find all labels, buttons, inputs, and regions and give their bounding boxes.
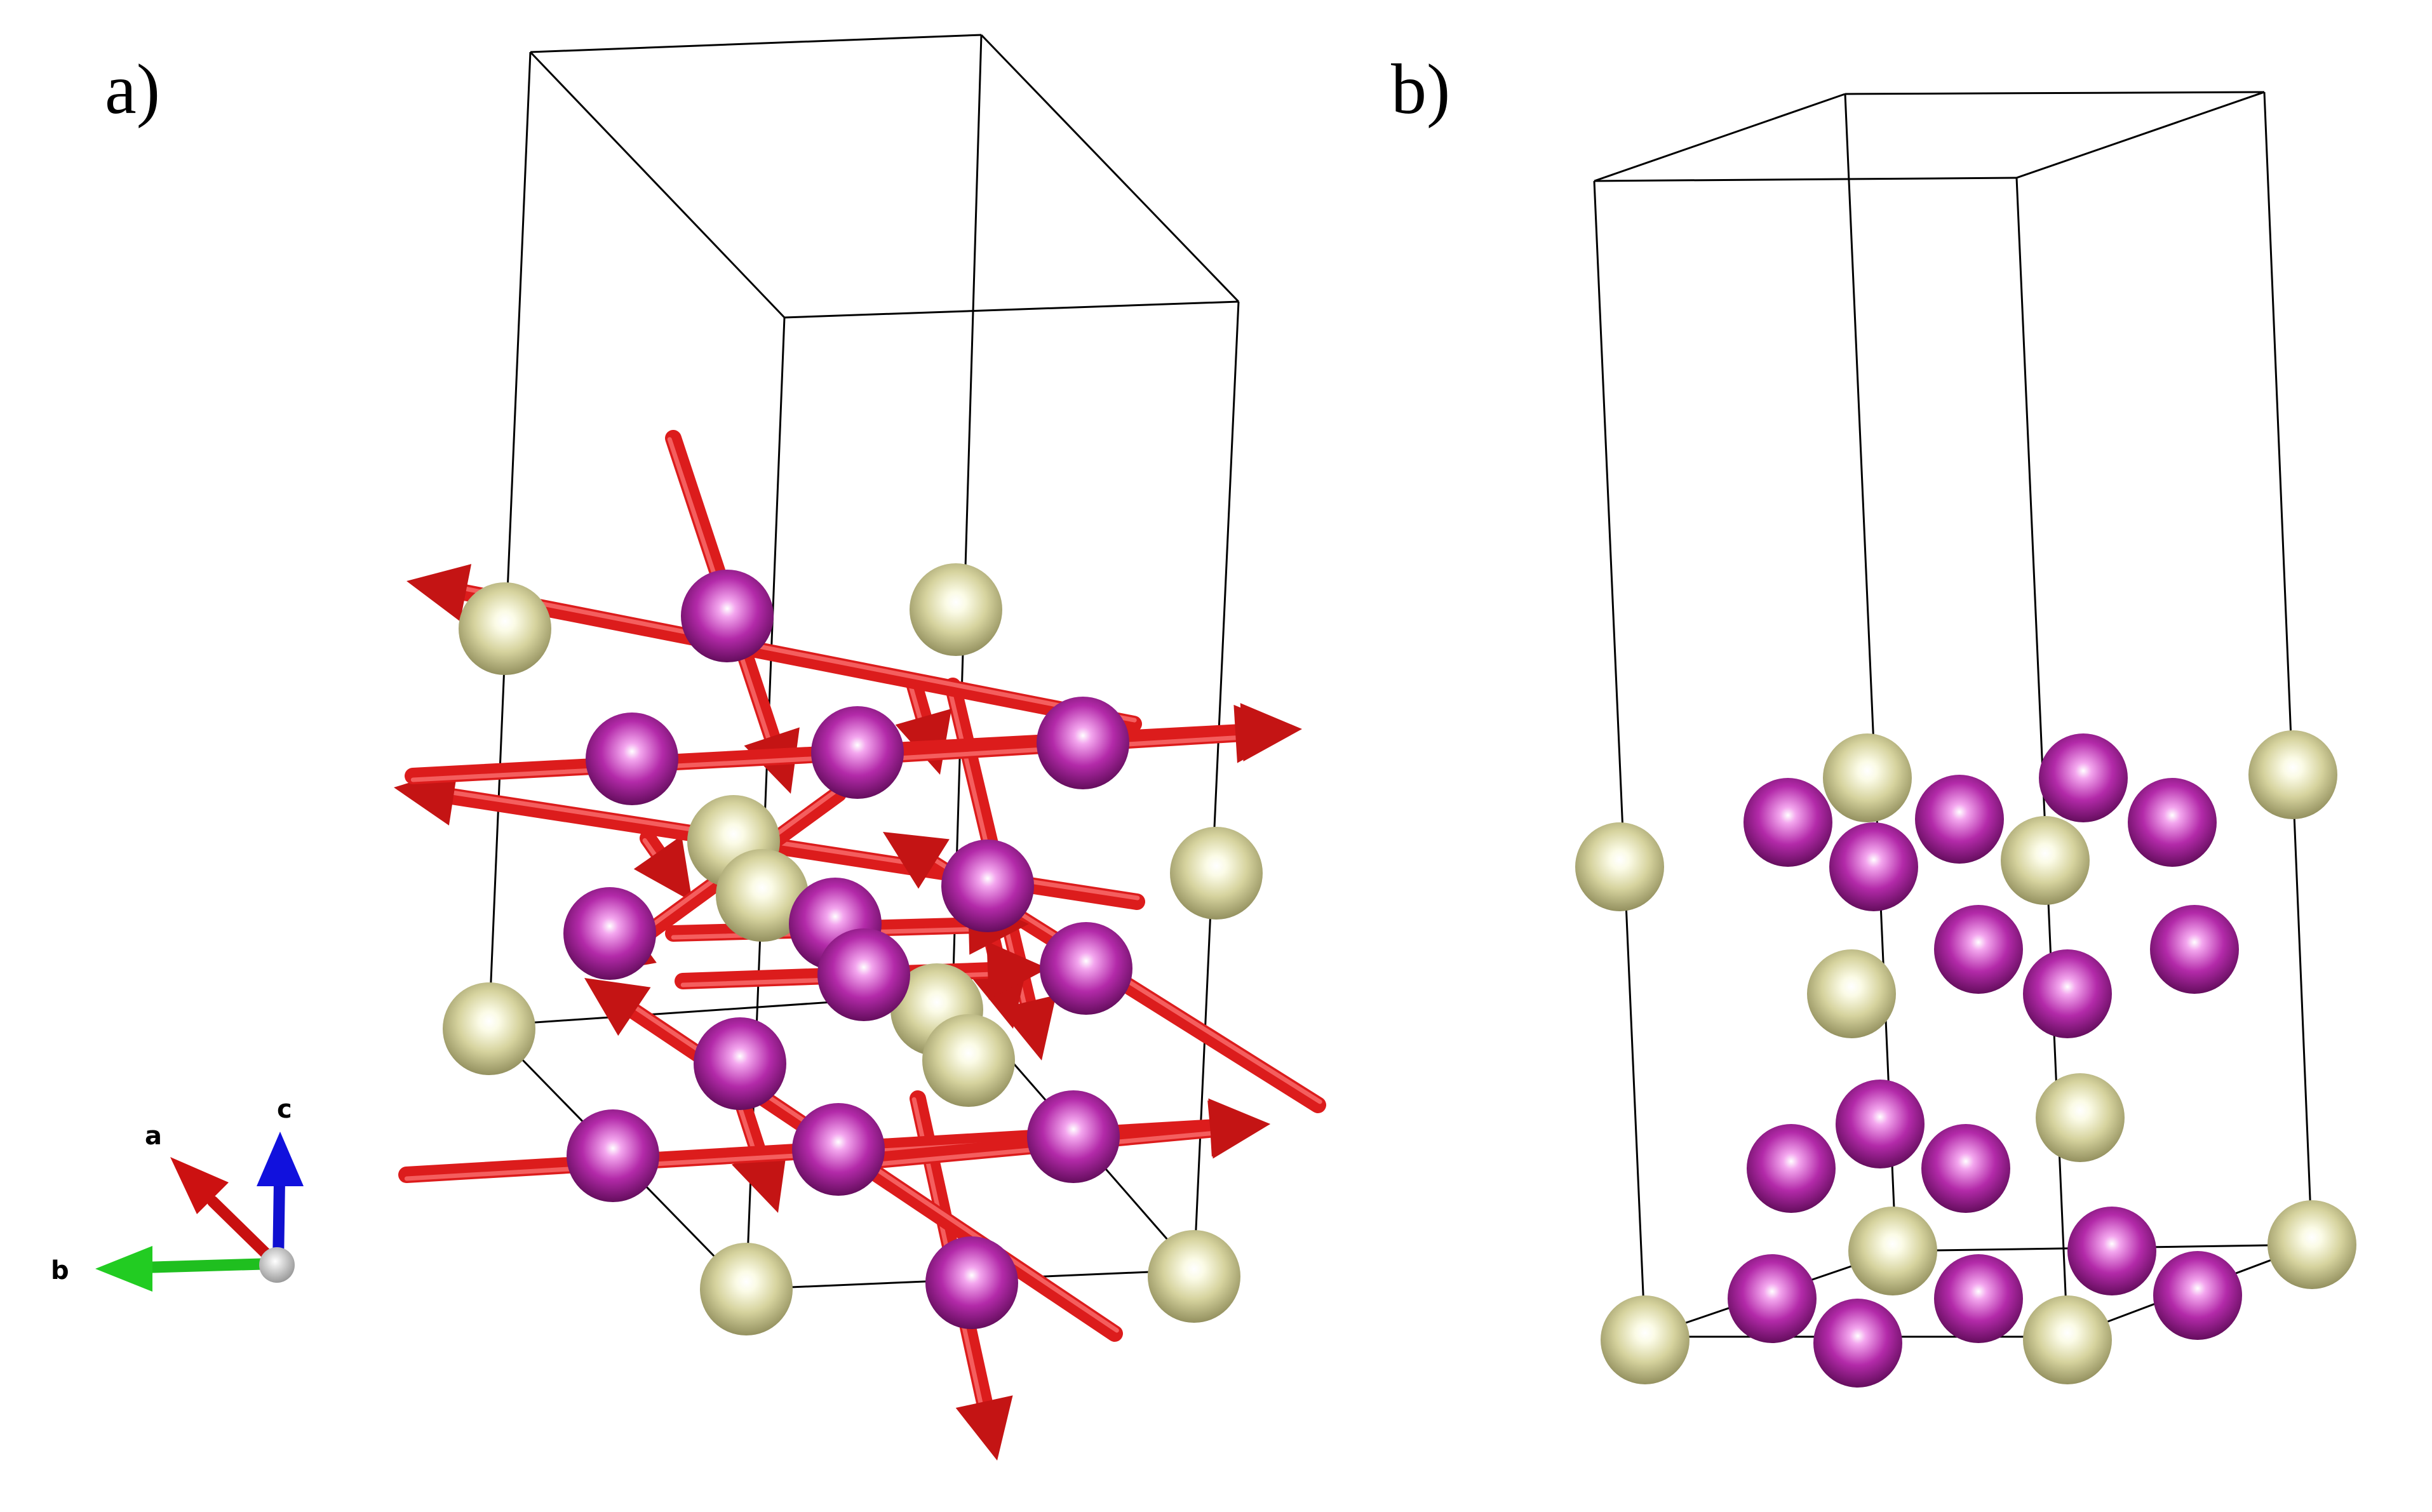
atom-a-23 xyxy=(1027,1090,1120,1183)
atom-a-15 xyxy=(563,887,656,980)
atom-a-8 xyxy=(716,849,809,942)
atom-b-4 xyxy=(2001,816,2090,905)
atom-a-10 xyxy=(1148,1230,1240,1323)
atom-b-8 xyxy=(2267,1200,2356,1289)
atom-b-6 xyxy=(2036,1073,2125,1162)
atom-b-12 xyxy=(1915,775,2004,864)
atoms-panel-b xyxy=(1575,730,2356,1388)
atom-b-24 xyxy=(1934,1254,2023,1343)
atom-b-1 xyxy=(1823,733,1912,822)
atom-a-14 xyxy=(1037,697,1129,789)
atom-b-13 xyxy=(2039,733,2128,822)
atom-b-11 xyxy=(1743,778,1832,867)
atom-a-5 xyxy=(443,982,535,1075)
atom-a-17 xyxy=(941,840,1034,932)
atom-a-9 xyxy=(700,1243,793,1335)
atom-b-20 xyxy=(1747,1124,1836,1213)
atom-b-14 xyxy=(2128,778,2217,867)
axis-a-arrow xyxy=(170,1157,279,1266)
atom-b-25 xyxy=(2153,1251,2242,1340)
atom-a-21 xyxy=(567,1109,659,1202)
axes-indicator: a b c xyxy=(51,1095,304,1292)
atom-b-3 xyxy=(1575,822,1664,911)
atom-b-2 xyxy=(2248,730,2337,819)
atom-b-5 xyxy=(1807,949,1896,1038)
axis-a-label: a xyxy=(145,1121,162,1151)
atom-b-21 xyxy=(1921,1124,2010,1213)
atom-b-16 xyxy=(1934,905,2023,994)
moment-arrow-8 xyxy=(406,564,1142,732)
atom-b-26 xyxy=(1813,1299,1902,1388)
axis-c-label: c xyxy=(277,1095,292,1124)
atom-a-13 xyxy=(811,706,904,799)
atom-a-24 xyxy=(925,1236,1018,1329)
unit-cell-a xyxy=(488,34,1240,1290)
atom-a-1 xyxy=(459,582,551,675)
atom-b-23 xyxy=(1728,1254,1817,1343)
panel-label-a: a) xyxy=(105,50,161,129)
atom-a-7 xyxy=(922,1014,1015,1107)
atom-b-15 xyxy=(1829,822,1918,911)
atom-b-10 xyxy=(2023,1295,2112,1384)
atom-b-9 xyxy=(1601,1295,1690,1384)
atom-a-22 xyxy=(792,1103,885,1196)
atom-b-19 xyxy=(1836,1080,1925,1168)
atom-a-20 xyxy=(694,1017,786,1110)
axis-origin-sphere xyxy=(259,1247,295,1283)
axis-b-label: b xyxy=(51,1256,69,1285)
atom-a-3 xyxy=(1170,827,1263,920)
atom-a-2 xyxy=(910,563,1002,656)
atom-b-22 xyxy=(2067,1207,2156,1295)
axis-b-arrow xyxy=(95,1246,279,1292)
panel-label-b: b) xyxy=(1391,50,1451,129)
atom-b-18 xyxy=(2023,949,2112,1038)
atom-a-18 xyxy=(817,928,910,1021)
atom-b-7 xyxy=(1848,1207,1937,1295)
atom-a-12 xyxy=(586,713,678,805)
atoms-panel-a xyxy=(443,563,1263,1335)
atom-a-11 xyxy=(681,570,774,662)
moment-arrow-5 xyxy=(633,830,692,902)
atom-a-19 xyxy=(1040,922,1132,1015)
atom-b-17 xyxy=(2150,905,2239,994)
